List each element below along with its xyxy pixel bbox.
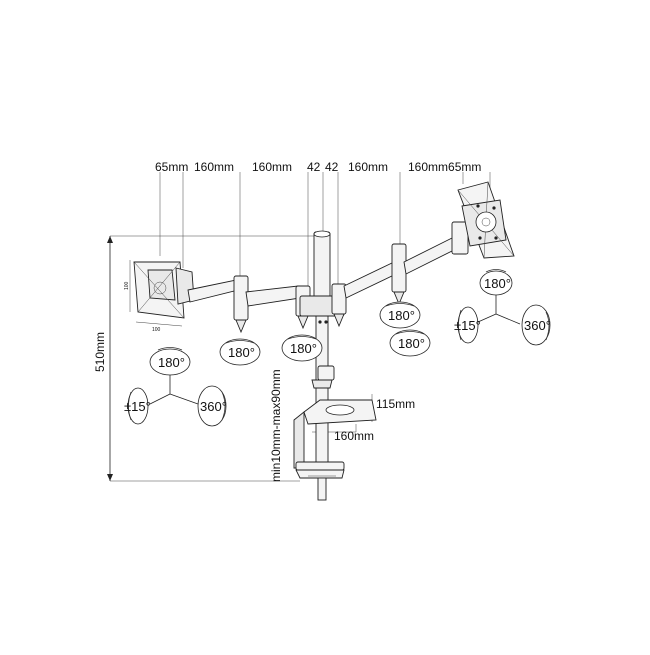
dim-pole-right: 42 bbox=[325, 160, 339, 174]
angle-joint-2: 180° bbox=[290, 341, 317, 356]
left-vesa-plate bbox=[129, 260, 195, 327]
angle-right-tilt: 180° bbox=[484, 276, 511, 291]
dim-base-width: 115mm bbox=[376, 397, 415, 411]
height-dimension bbox=[107, 235, 320, 482]
dim-pole-left: 42 bbox=[307, 160, 321, 174]
joint-rotation-symbols bbox=[219, 301, 431, 366]
dim-plate-height: 100 bbox=[124, 281, 130, 290]
desk-clamp bbox=[293, 399, 377, 501]
dim-clamp-range: min10mm-max90mm bbox=[269, 369, 283, 482]
right-rotation-symbol bbox=[457, 269, 551, 346]
angle-left-rotate: 360° bbox=[200, 399, 227, 414]
top-dimension-leaders bbox=[159, 172, 491, 290]
left-arm bbox=[187, 275, 311, 334]
dim-base-depth: 160mm bbox=[334, 429, 374, 443]
left-rotation-symbol bbox=[127, 347, 227, 427]
dim-plate-width: 100 bbox=[152, 327, 161, 333]
dim-vesa-left: 65mm bbox=[155, 160, 188, 174]
dim-arm-left-outer: 160mm bbox=[194, 160, 234, 174]
dim-total-height: 510mm bbox=[93, 332, 107, 372]
dim-arm-left-inner: 160mm bbox=[252, 160, 292, 174]
angle-left-tilt: 180° bbox=[158, 355, 185, 370]
angle-right-rotate: 360° bbox=[524, 318, 551, 333]
right-arm bbox=[331, 221, 469, 328]
angle-right-swivel: ±15° bbox=[454, 318, 481, 333]
dim-arm-right-outer: 160mm65mm bbox=[408, 160, 481, 174]
right-vesa-plate bbox=[457, 181, 515, 259]
angle-joint-1: 180° bbox=[228, 345, 255, 360]
angle-joint-3: 180° bbox=[388, 308, 415, 323]
angle-left-swivel: ±15° bbox=[124, 399, 151, 414]
dim-arm-right-inner: 160mm bbox=[348, 160, 388, 174]
angle-joint-4: 180° bbox=[398, 336, 425, 351]
